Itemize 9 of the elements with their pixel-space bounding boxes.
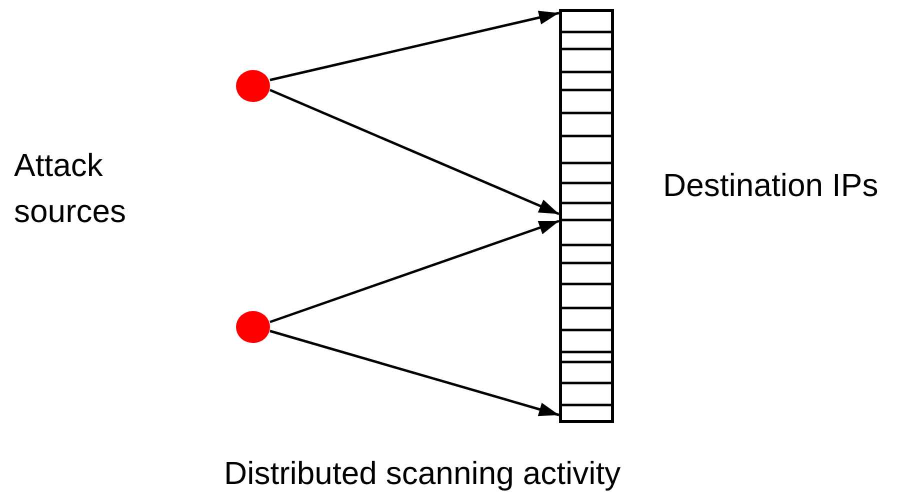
arrow [270,330,560,416]
source-dot [236,70,270,102]
source-dot [236,311,270,343]
side-label: Destination IPs [663,166,880,205]
arrow [270,10,560,82]
arrow [270,220,560,324]
arrow [270,88,560,216]
caption: Distributed scanning activity [224,455,621,492]
side-label: Attack sources [14,146,128,232]
